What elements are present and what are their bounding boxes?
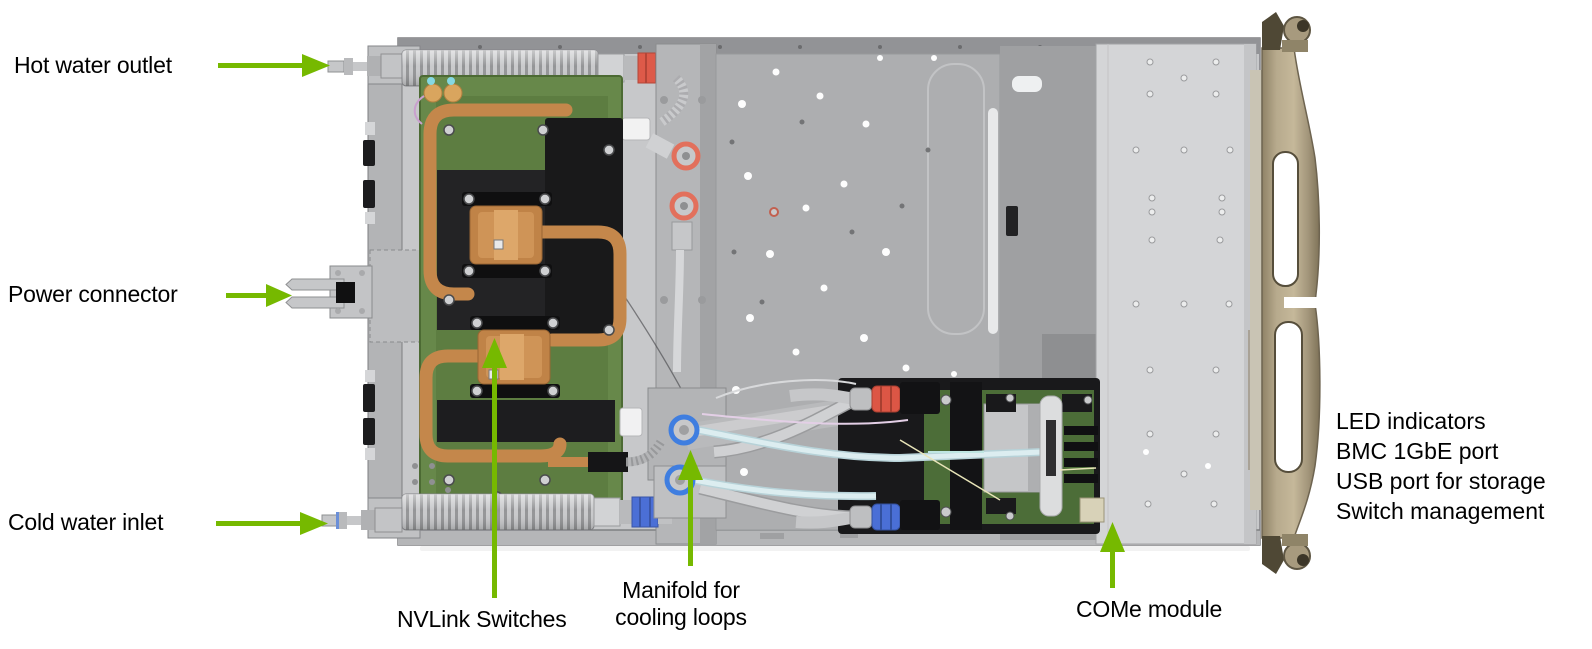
label-cold-water-inlet: Cold water inlet xyxy=(8,509,164,535)
come-module-part xyxy=(1079,497,1105,523)
power-connector-part xyxy=(285,265,373,319)
front-bezel xyxy=(1250,12,1324,574)
label-manifold-line1: Manifold for xyxy=(622,577,740,603)
nvlink-switch-board xyxy=(412,75,628,517)
come-module-arrow xyxy=(1100,522,1125,588)
rear-panel-feature-list: LED indicators BMC 1GbE port USB port fo… xyxy=(1336,406,1546,526)
bezel-handle-cutout xyxy=(1274,321,1303,473)
nvlink-switches-arrow xyxy=(482,338,507,598)
management-board-details xyxy=(789,382,1105,531)
label-manifold: Manifold for cooling loops xyxy=(596,577,766,631)
label-come-module: COMe module xyxy=(1076,596,1223,622)
label-manifold-line2: cooling loops xyxy=(615,604,747,630)
rear-panel-feature-led: LED indicators xyxy=(1336,408,1486,434)
callout-arrows xyxy=(216,54,1125,598)
label-nvlink-switches: NVLink Switches xyxy=(397,606,567,632)
power-connector-arrow xyxy=(226,284,292,307)
cold-water-inlet-arrow xyxy=(216,512,328,535)
rear-panel-feature-mgmt: Switch management xyxy=(1336,498,1545,524)
hot-water-outlet-arrow xyxy=(218,54,330,77)
label-power-connector: Power connector xyxy=(8,281,178,307)
rear-panel xyxy=(1095,43,1262,545)
rear-panel-feature-bmc: BMC 1GbE port xyxy=(1336,438,1499,464)
bezel-top-latch xyxy=(1262,12,1311,52)
bezel-bottom-latch xyxy=(1262,534,1311,574)
label-hot-water-outlet: Hot water outlet xyxy=(14,52,172,78)
manifold-arrow xyxy=(678,450,703,566)
board-hot-connector xyxy=(789,382,940,414)
board-cold-connector xyxy=(795,500,940,531)
rear-panel-feature-usb: USB port for storage xyxy=(1336,468,1546,494)
bezel-handle-cutout xyxy=(1272,151,1299,287)
